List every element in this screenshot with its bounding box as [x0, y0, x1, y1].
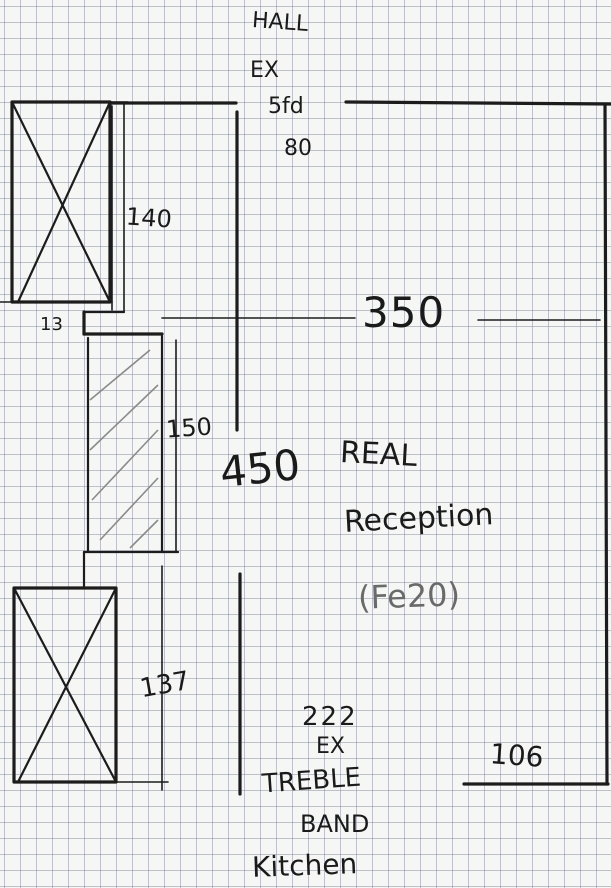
room-name-line2: Reception	[343, 497, 495, 540]
bottom-window-unit	[12, 550, 169, 791]
room-name-line1: REAL	[339, 435, 418, 474]
door-ex-label: EX	[316, 734, 345, 759]
dimension-140: 140	[125, 202, 173, 234]
hall-label: HALL	[251, 8, 309, 37]
step-13	[82, 310, 164, 336]
room-note: (Fe20)	[357, 575, 461, 617]
hall-ex-label: EX	[250, 58, 279, 83]
top-window-unit	[0, 100, 129, 313]
dimension-13: 13	[40, 314, 63, 335]
door-type2-label: BAND	[300, 810, 370, 838]
hall-size-label: 5fd	[268, 94, 304, 119]
dimension-350: 350	[362, 288, 446, 337]
door-type-label: TREBLE	[261, 762, 363, 800]
chimney-breast	[82, 334, 180, 554]
hall-width-label: 80	[284, 136, 312, 161]
right-wall	[603, 102, 609, 786]
dimension-450: 450	[217, 439, 303, 498]
dimension-150: 150	[165, 412, 213, 444]
kitchen-label: Kitchen	[251, 847, 358, 884]
door-width-label: 222	[302, 702, 358, 732]
dimension-106: 106	[488, 737, 545, 774]
